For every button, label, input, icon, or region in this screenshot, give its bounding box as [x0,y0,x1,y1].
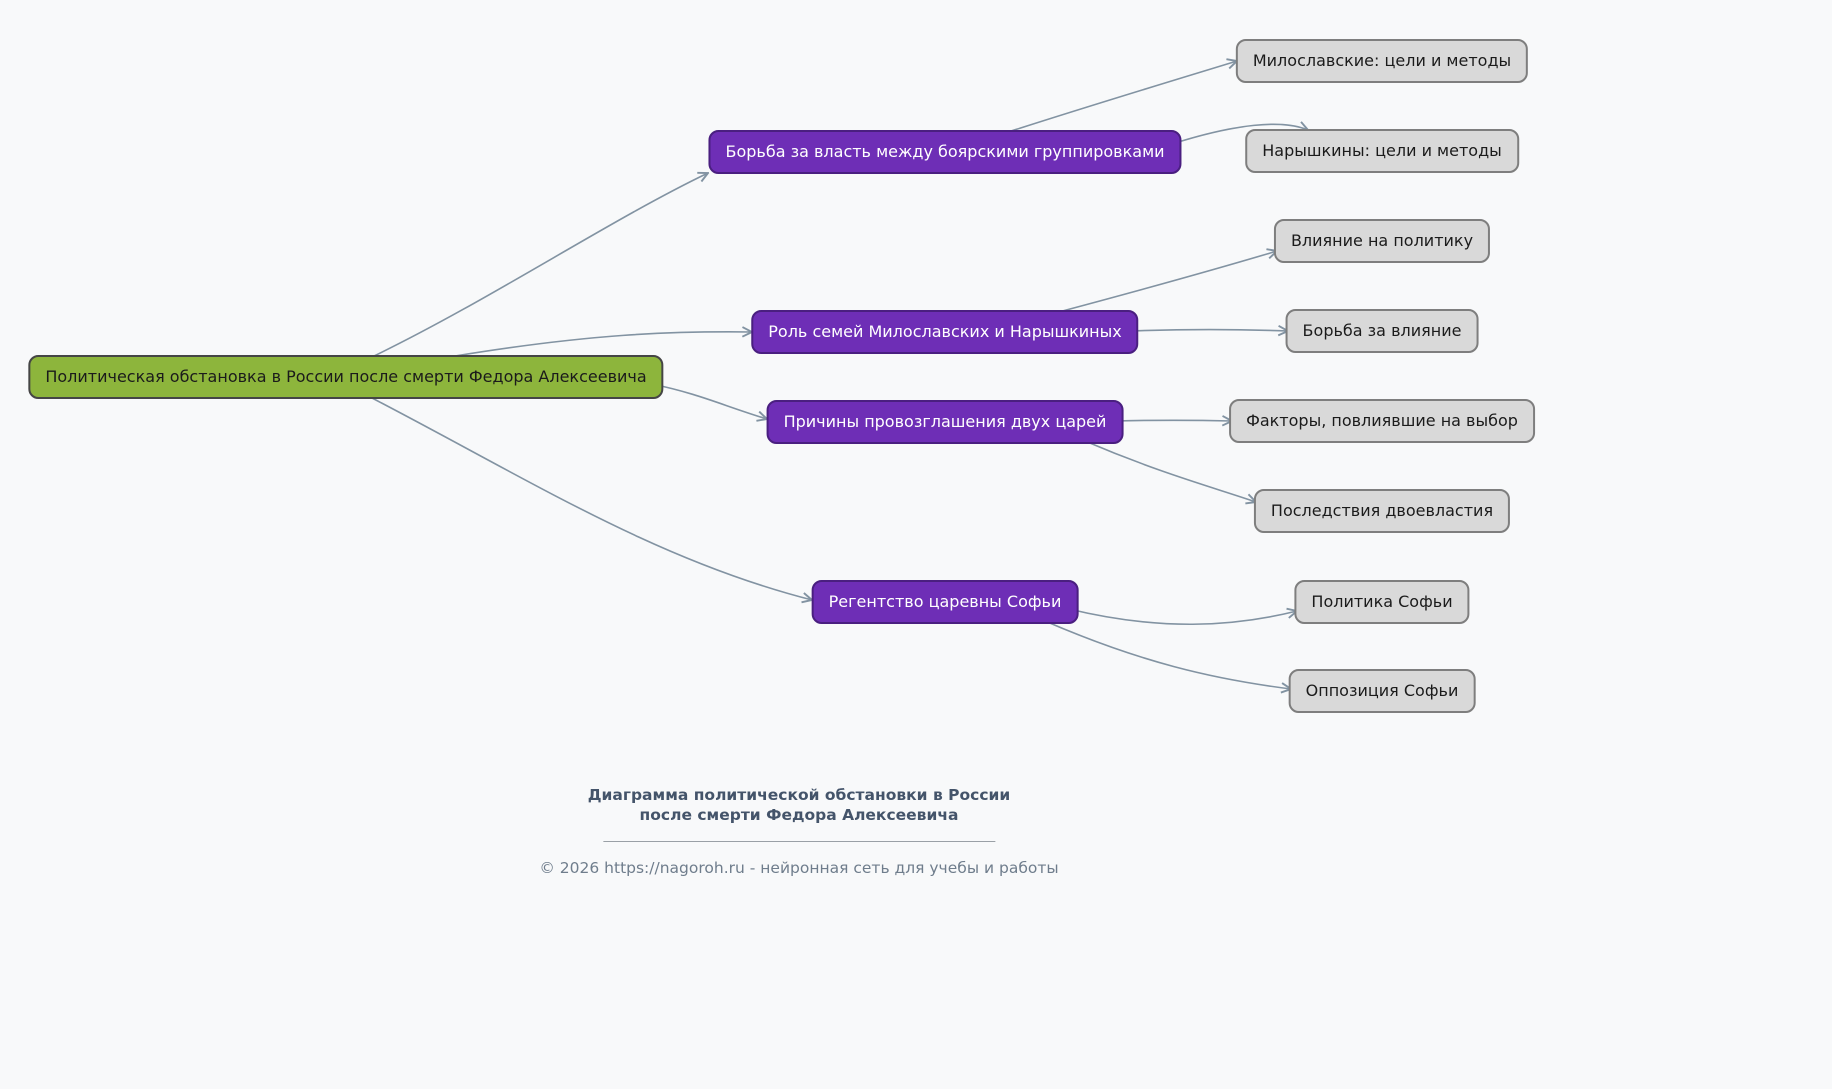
node-leaf-influence-struggle: Борьба за влияние [1285,309,1479,353]
edge-branch-3-to-leaf-1 [1044,620,1291,689]
diagram-footer: Диаграмма политической обстановки в Росс… [539,785,1058,877]
edge-root-to-branch-2 [651,383,767,419]
node-leaf-diarchy-consequences: Последствия двоевластия [1253,489,1511,533]
node-leaf-sophia-opposition: Оппозиция Софьи [1288,669,1476,713]
edge-branch-0-to-leaf-1 [1171,124,1308,145]
node-root: Политическая обстановка в России после с… [28,355,664,399]
edge-root-to-branch-1 [454,332,752,357]
edge-root-to-branch-0 [371,173,708,358]
diagram-title-line-1: Диаграмма политической обстановки в Росс… [587,786,1011,804]
node-leaf-sophia-policy: Политика Софьи [1294,580,1470,624]
edge-root-to-branch-3 [371,397,812,600]
edge-branch-2-to-leaf-0 [1114,420,1232,421]
node-leaf-policy-influence: Влияние на политику [1273,219,1491,263]
node-leaf-miloslavsky-goals: Милославские: цели и методы [1235,39,1529,83]
node-branch-boyar-struggle: Борьба за власть между боярскими группир… [708,130,1182,174]
diagram-title-line-2: после смерти Федора Алексеевича [639,806,959,825]
node-leaf-naryshkin-goals: Нарышкины: цели и методы [1245,129,1519,173]
edge-branch-0-to-leaf-0 [1004,61,1237,134]
node-branch-two-tsars: Причины провозглашения двух царей [766,400,1124,444]
node-branch-families-role: Роль семей Милославских и Нарышкиных [751,310,1139,354]
edge-branch-2-to-leaf-1 [1084,440,1256,502]
node-branch-sophia-regency: Регентство царевны Софьи [811,580,1079,624]
copyright-text: © 2026 https://nagoroh.ru - нейронная се… [539,858,1059,877]
footer-divider [602,840,995,842]
node-leaf-choice-factors: Факторы, повлиявшие на выбор [1229,399,1535,443]
edge-branch-3-to-leaf-0 [1068,609,1297,626]
diagram-title: Диаграмма политической обстановки в Росс… [539,785,1058,826]
edge-branch-1-to-leaf-1 [1128,330,1288,332]
edge-branch-1-to-leaf-0 [1054,251,1277,314]
